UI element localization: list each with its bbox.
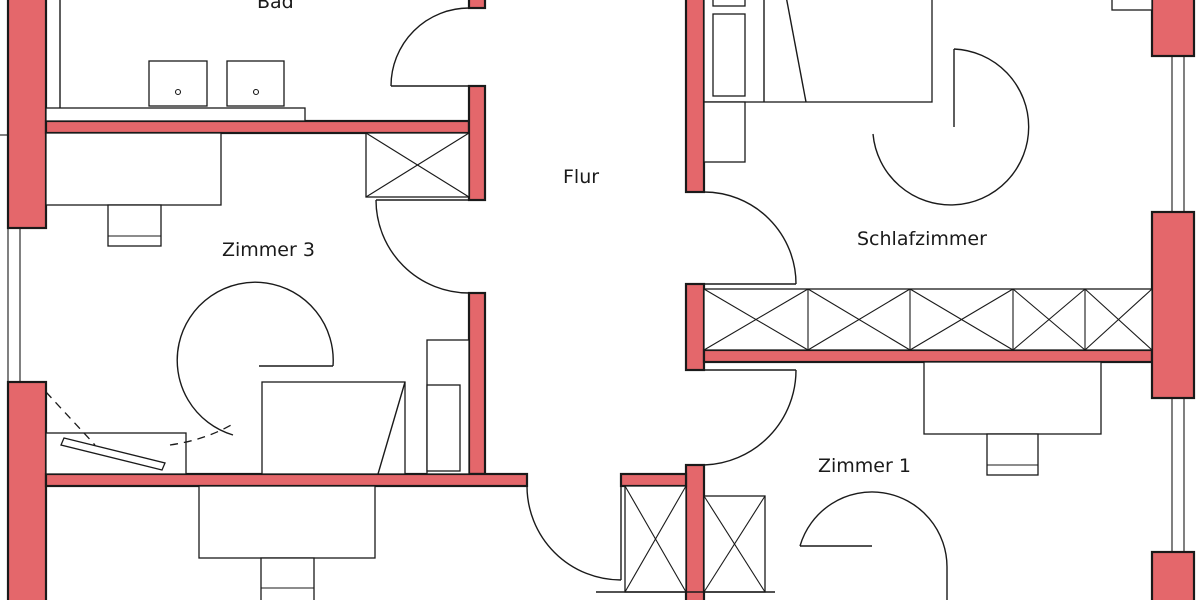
wall-corridor-left-mid xyxy=(467,84,487,202)
doors xyxy=(375,7,797,581)
wall-corridor-right-mid xyxy=(684,282,706,372)
pillow-top xyxy=(712,0,746,7)
wall-bad-zimmer3 xyxy=(44,119,471,135)
wall-corridor-left-top xyxy=(467,0,487,10)
wall-left-lower xyxy=(6,380,48,600)
desk-zimmer1 xyxy=(923,361,1102,435)
door-schlafzimmer xyxy=(703,191,797,285)
walls xyxy=(6,0,1196,600)
zimmer1-furniture xyxy=(799,361,1102,600)
wall-corridor-left-low xyxy=(467,291,487,476)
desk-bottom-left xyxy=(198,485,376,559)
nightstand-inner-zimmer3 xyxy=(426,384,461,472)
sink-right xyxy=(226,60,285,107)
chair-zimmer3 xyxy=(107,204,162,247)
bed-zimmer3 xyxy=(261,381,406,475)
wall-corridor-right-low xyxy=(684,463,706,600)
bottom-left-furniture xyxy=(198,485,376,600)
room-label-zimmer1: Zimmer 1 xyxy=(818,455,911,477)
wall-left-upper xyxy=(6,0,48,230)
wall-schlaf-zimmer1 xyxy=(702,348,1154,364)
door-bottom xyxy=(526,485,622,581)
door-zimmer3 xyxy=(375,199,470,294)
windows xyxy=(0,56,1185,552)
pillow-bottom xyxy=(712,13,746,97)
wall-right-mid xyxy=(1150,210,1196,400)
zimmer3-furniture xyxy=(45,132,470,475)
swing-zimmer3 xyxy=(176,281,334,436)
closet-corridor xyxy=(624,485,687,593)
wall-right-bottom xyxy=(1150,550,1196,600)
sink-left xyxy=(148,60,208,107)
desk-zimmer3 xyxy=(45,132,222,206)
closet-zimmer1 xyxy=(703,495,766,593)
bathroom-counter xyxy=(45,107,306,122)
window-sash-zimmer3 xyxy=(60,437,166,471)
room-labels: Bad Flur Zimmer 3 Schlafzimmer Zimmer 1 xyxy=(222,0,987,477)
bad-furniture xyxy=(45,0,306,122)
wardrobe-schlafzimmer xyxy=(703,288,1153,351)
wall-zimmer3-bottom xyxy=(44,472,529,488)
door-bad xyxy=(390,7,470,87)
room-label-zimmer3: Zimmer 3 xyxy=(222,239,315,261)
nightstand-schlafzimmer xyxy=(703,101,746,163)
schlafzimmer-furniture xyxy=(703,0,1153,351)
chair-bottom-left xyxy=(260,557,315,600)
door-zimmer1 xyxy=(703,369,797,466)
wall-right-top xyxy=(1150,0,1196,58)
swing-zimmer1 xyxy=(799,491,948,600)
swing-schlafzimmer xyxy=(872,48,1030,206)
shelf-schlafzimmer xyxy=(1111,0,1153,11)
room-label-bad: Bad xyxy=(257,0,294,13)
wall-stub-bottom xyxy=(619,472,688,488)
room-label-flur: Flur xyxy=(563,166,599,188)
room-label-schlafzimmer: Schlafzimmer xyxy=(857,228,987,250)
closet-zimmer3 xyxy=(365,132,470,198)
wall-corridor-right-top xyxy=(684,0,706,194)
chair-zimmer1 xyxy=(986,433,1039,476)
corridor-closets xyxy=(596,485,775,593)
